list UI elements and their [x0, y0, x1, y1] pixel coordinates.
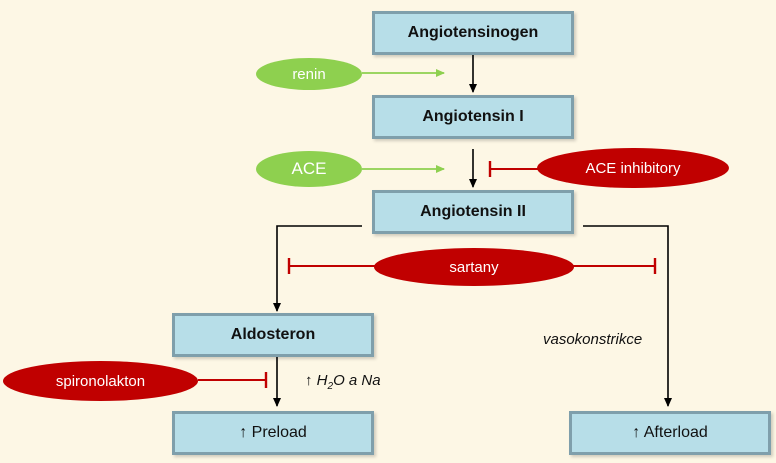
ace-inhibitory-ellipse: ACE inhibitory [537, 148, 729, 188]
afterload-box: ↑ Afterload [569, 411, 771, 455]
angiotensinogen-box: Angiotensinogen [372, 11, 574, 55]
angiotensin-1-box: Angiotensin I [372, 95, 574, 139]
vasokonstrikce-label: vasokonstrikce [543, 331, 643, 348]
spironolakton-ellipse: spironolakton [3, 361, 198, 401]
up-arrow-glyph: ↑ [305, 372, 313, 389]
h2o-na-label: ↑ H2O a Na [305, 372, 381, 392]
sartany-ellipse: sartany [374, 248, 574, 286]
renin-ellipse: renin [256, 58, 362, 90]
h2o-subscript: 2 [327, 381, 334, 392]
ace-ellipse: ACE [256, 151, 362, 187]
angiotensin-2-box: Angiotensin II [372, 190, 574, 234]
aldosteron-box: Aldosteron [172, 313, 374, 357]
preload-box: ↑ Preload [172, 411, 374, 455]
h2o-h-text: H [316, 372, 328, 389]
arrow-angiotensin2-to-afterload [583, 225, 672, 407]
h2o-rest-text: O a Na [333, 372, 381, 389]
arrow-angiotensin2-to-aldosteron [273, 225, 362, 312]
